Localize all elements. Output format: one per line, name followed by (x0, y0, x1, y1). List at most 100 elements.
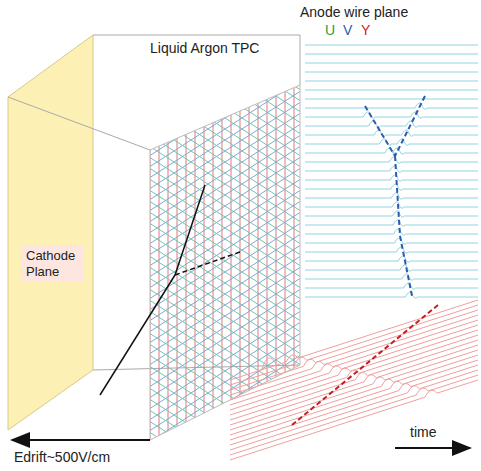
v-wire (140, 0, 310, 85)
induction-signal (305, 139, 478, 145)
induction-signal (305, 292, 478, 298)
y-wire (177, 60, 178, 460)
u-wire (140, 0, 310, 107)
wire-signals (230, 45, 478, 460)
track-projection (395, 156, 400, 236)
induction-signal (305, 81, 478, 82)
collection-signal (230, 310, 478, 390)
plane-label-box: Cathode Plane (22, 245, 84, 282)
collection-signal (230, 335, 478, 415)
induction-signal (305, 265, 478, 271)
u-wire (140, 0, 310, 85)
u-wire (140, 459, 310, 471)
collection-signal (230, 360, 478, 440)
track-projection (400, 236, 412, 296)
v-wire (140, 0, 310, 41)
induction-signal (305, 112, 478, 118)
collection-signal (230, 355, 478, 435)
v-wire (140, 0, 310, 63)
y-wire (285, 60, 286, 460)
u-wire (140, 0, 310, 19)
wire-grid (140, 0, 310, 471)
v-wire (140, 448, 310, 471)
u-wire (140, 0, 310, 74)
collection-signal (230, 320, 478, 400)
induction-signal (305, 175, 478, 181)
u-wire (140, 0, 310, 63)
time-arrow (395, 447, 470, 449)
u-wire (140, 0, 310, 96)
v-wire (140, 0, 310, 96)
v-wire (140, 382, 310, 471)
y-wire (195, 60, 196, 460)
collection-signal (230, 350, 478, 430)
collection-signal (230, 345, 478, 425)
track-projection (292, 305, 438, 425)
induction-signal (305, 63, 478, 64)
collection-signal (230, 380, 478, 460)
v-wire (140, 459, 310, 471)
induction-signal (305, 90, 478, 91)
induction-signal (305, 229, 478, 235)
v-wire (140, 0, 310, 74)
collection-signal (230, 325, 478, 405)
axis-label: time (410, 424, 436, 440)
induction-signal (305, 202, 478, 208)
cathode-plane (8, 35, 93, 430)
plane-label: Cathode Plane (26, 248, 80, 279)
v-wire (140, 0, 310, 19)
u-wire (140, 448, 310, 471)
field-label: Edrift~500V/cm (14, 449, 110, 465)
collection-signal (230, 340, 478, 420)
induction-signal (305, 72, 478, 73)
induction-signal (305, 184, 478, 190)
drift-arrow (12, 439, 150, 441)
induction-signal (305, 121, 478, 127)
particle-track (100, 185, 240, 395)
plane-letter: V (343, 22, 352, 38)
u-wire (140, 0, 310, 41)
v-wire (140, 415, 310, 471)
induction-signal (305, 45, 478, 46)
track-projection (395, 96, 425, 156)
y-wire (204, 60, 205, 460)
collection-signal (230, 315, 478, 395)
v-wire (140, 0, 310, 8)
track-projection (365, 106, 395, 156)
detector-label: Liquid Argon TPC (150, 40, 259, 56)
u-wire (140, 470, 310, 471)
u-wire (140, 360, 310, 470)
title-label: Anode wire plane (300, 4, 408, 20)
plane-letter: U (325, 22, 335, 38)
induction-signal (305, 103, 478, 109)
induction-signal (305, 283, 478, 289)
u-wire (140, 0, 310, 8)
induction-signal (305, 166, 478, 172)
induction-signal (305, 193, 478, 199)
tpc-box (8, 35, 300, 370)
induction-signal (305, 54, 478, 55)
induction-signal (305, 274, 478, 280)
induction-signal (305, 99, 478, 100)
v-wire (140, 0, 310, 107)
v-wire (140, 360, 310, 470)
collection-signal (230, 300, 478, 380)
induction-signal (305, 130, 478, 136)
induction-signal (305, 256, 478, 262)
induction-signal (305, 157, 478, 163)
plane-letter: Y (361, 22, 370, 38)
induction-signal (305, 220, 478, 226)
u-wire (140, 382, 310, 471)
induction-signal (305, 247, 478, 253)
u-wire (140, 0, 310, 30)
y-wire (267, 60, 268, 460)
u-wire (140, 415, 310, 471)
v-wire (140, 470, 310, 471)
induction-signal (305, 238, 478, 244)
y-wire (249, 60, 250, 460)
collection-signal (230, 375, 478, 455)
collection-signal (230, 370, 478, 450)
induction-signal (305, 211, 478, 217)
